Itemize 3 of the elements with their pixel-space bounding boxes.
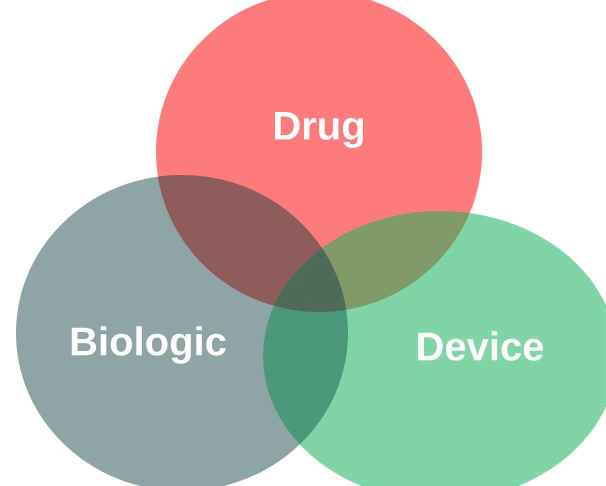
circle-label: Device: [418, 331, 544, 361]
circle-label: Biologic: [72, 326, 226, 364]
circle-label: Drug: [275, 112, 363, 148]
